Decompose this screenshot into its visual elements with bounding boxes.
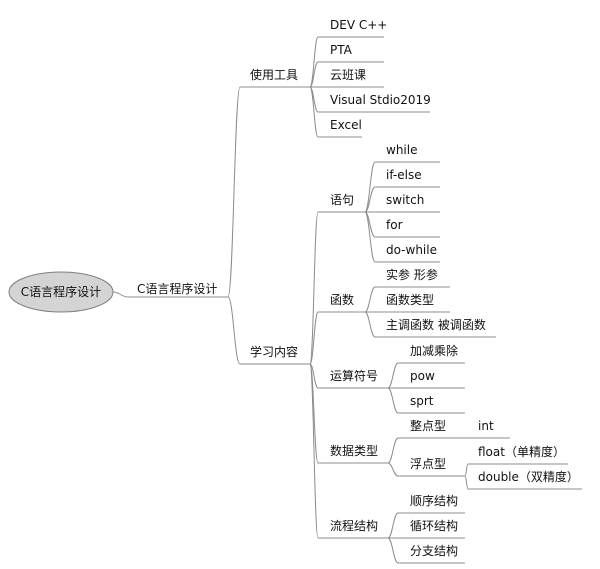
branch-connector (309, 363, 319, 464)
node-study: 学习内容 (250, 344, 298, 359)
operator-item: pow (410, 369, 435, 383)
node-functions: 函数 (330, 292, 354, 307)
statement-item: for (386, 218, 403, 232)
main-node: C语言程序设计 (137, 281, 217, 296)
branch-connector (387, 437, 399, 464)
branch-connector (364, 161, 376, 213)
function-item: 实参 形参 (386, 267, 438, 282)
branch-connector (464, 475, 469, 490)
branch-connector (387, 512, 399, 539)
branch-connector (364, 211, 376, 263)
tool-item: Visual Stdio2019 (330, 93, 431, 107)
branch-connector (364, 311, 376, 338)
branch-connector (387, 362, 399, 389)
type-item: double（双精度） (478, 469, 579, 484)
tool-item: PTA (330, 43, 353, 57)
statement-item: if-else (386, 168, 422, 182)
branch-connector (309, 86, 319, 138)
branch-connector (309, 363, 319, 389)
node-datatypes: 数据类型 (330, 443, 378, 458)
node-float-type: 浮点型 (410, 457, 446, 471)
branch-connector (227, 296, 241, 365)
branch-connector (309, 61, 319, 88)
branch-connector (364, 186, 376, 213)
node-tools: 使用工具 (250, 67, 298, 82)
node-statements: 语句 (330, 193, 354, 207)
flow-item: 分支结构 (410, 543, 458, 558)
type-item: int (478, 419, 494, 433)
statement-item: switch (386, 193, 424, 207)
root-node (8, 271, 114, 313)
operator-item: 加减乘除 (410, 343, 458, 358)
function-item: 主调函数 被调函数 (386, 317, 486, 332)
tool-item: Excel (330, 118, 362, 132)
branch-connector (464, 463, 469, 477)
connector-layer (112, 36, 469, 564)
flow-item: 循环结构 (410, 518, 458, 533)
branch-connector (227, 86, 241, 298)
root-node-label: C语言程序设计 (21, 284, 101, 299)
statement-item: while (386, 143, 417, 157)
tool-item: DEV C++ (330, 18, 387, 32)
branch-connector (387, 462, 399, 477)
branch-connector (309, 363, 319, 539)
node-flow: 流程结构 (330, 518, 378, 533)
branch-connector (387, 387, 399, 414)
branch-connector (364, 286, 376, 313)
flow-item: 顺序结构 (410, 493, 458, 508)
function-item: 函数类型 (386, 292, 434, 307)
branch-connector (387, 537, 399, 564)
operator-item: sprt (410, 394, 434, 408)
node-operators: 运算符号 (330, 368, 378, 383)
type-item: float（单精度） (478, 444, 565, 459)
branch-connector (309, 311, 319, 365)
tool-item: 云班课 (330, 68, 366, 82)
branch-connector (112, 291, 129, 298)
node-int-type: 整点型 (410, 418, 446, 433)
statement-item: do-while (386, 243, 437, 257)
branch-connector (309, 36, 319, 88)
branch-connector (309, 211, 319, 365)
